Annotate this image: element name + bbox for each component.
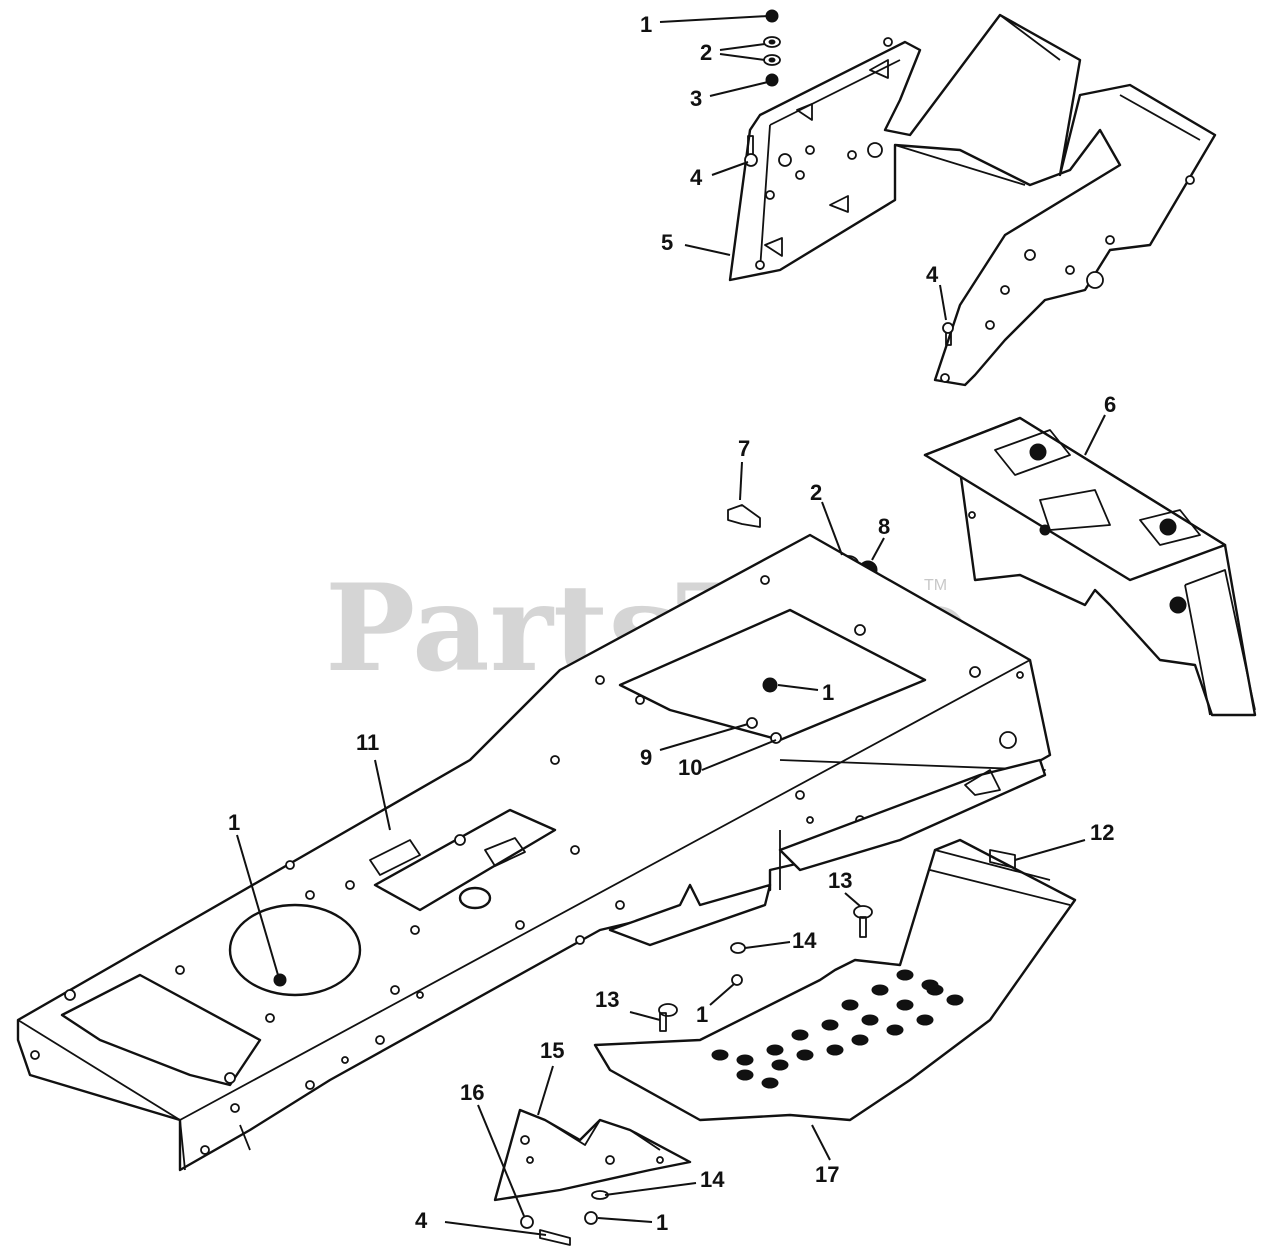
callout-2: 2 [810,480,822,505]
callout-5: 5 [661,230,673,255]
callout-2: 2 [700,40,712,65]
rear-bracket [493,1108,692,1202]
watermark-trademark: TM [924,577,947,594]
callout-4: 4 [415,1208,428,1233]
callout-1: 1 [656,1210,668,1235]
hardware-bottom [520,1190,609,1246]
step-plate [593,838,1077,1122]
callout-13: 13 [595,987,619,1012]
callout-labels: 1 2 3 4 5 4 6 7 2 8 1 9 10 11 1 12 13 14… [228,12,1116,1235]
callout-11: 11 [356,730,379,755]
callout-7: 7 [738,436,750,461]
callout-1: 1 [640,12,652,37]
dash-support-bracket [923,416,1257,717]
callout-6: 6 [1104,392,1116,417]
callout-1: 1 [696,1002,708,1027]
callout-16: 16 [460,1080,484,1105]
side-bracket [608,758,1047,947]
callout-17: 17 [815,1162,839,1187]
callout-1: 1 [228,810,240,835]
step-plate-holes [711,969,964,1089]
callout-3: 3 [690,86,702,111]
callout-4: 4 [690,165,703,190]
callout-14: 14 [792,928,817,953]
callout-4: 4 [926,262,939,287]
callout-10: 10 [678,755,702,780]
front-axle-bracket [728,13,1217,387]
callout-1: 1 [822,680,834,705]
callout-9: 9 [640,745,652,770]
callout-8: 8 [878,514,890,539]
callout-14: 14 [700,1167,725,1192]
callout-leaders [236,15,1106,1236]
callout-12: 12 [1090,820,1114,845]
callout-13: 13 [828,868,852,893]
callout-15: 15 [540,1038,564,1063]
hardware-lower-right [658,849,1016,1032]
